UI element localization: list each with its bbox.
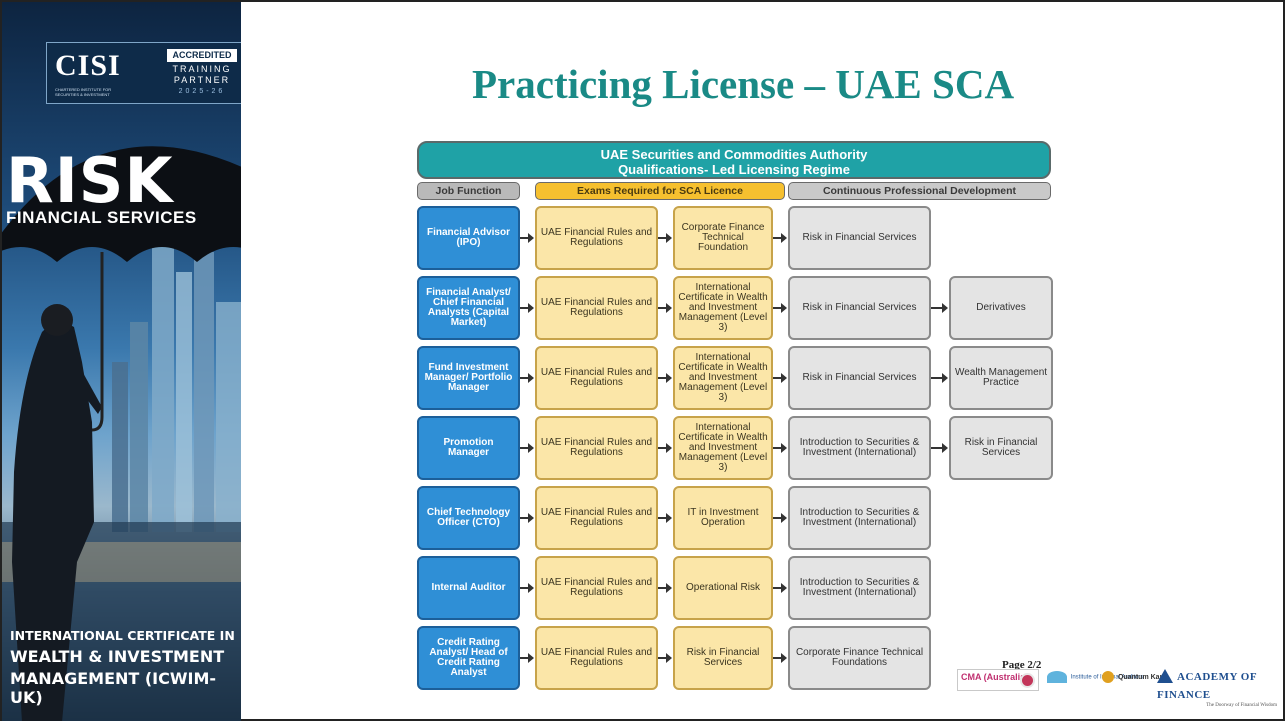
partner-label: PARTNER	[173, 75, 231, 85]
flow-arrow	[773, 443, 787, 453]
exam-box: UAE Financial Rules and Regulations	[535, 626, 658, 690]
flow-arrow	[931, 443, 948, 453]
flow-arrow	[520, 303, 534, 313]
cpd-box: Corporate Finance Technical Foundations	[788, 626, 931, 690]
job-function-box: Financial Analyst/ Chief Financial Analy…	[417, 276, 520, 340]
cma-australia-logo: CMA (Australia)	[957, 669, 1039, 691]
cpd-box: Introduction to Securities & Investment …	[788, 486, 931, 550]
cma-logo-text: CMA (Australia)	[961, 672, 1029, 682]
umbrella-image	[2, 146, 241, 432]
partner-logos: CMA (Australia) Institute of Internal Au…	[957, 665, 1277, 708]
flow-arrow	[773, 233, 787, 243]
course-name: INTERNATIONAL CERTIFICATE IN WEALTH & IN…	[10, 628, 240, 707]
exam-box: Operational Risk	[673, 556, 773, 620]
exam-box: UAE Financial Rules and Regulations	[535, 556, 658, 620]
flow-arrow	[773, 513, 787, 523]
cpd-box: Risk in Financial Services	[788, 276, 931, 340]
exam-box: International Certificate in Wealth and …	[673, 276, 773, 340]
chart-header-line1: UAE Securities and Commodities Authority	[600, 147, 868, 162]
cpd-box: Risk in Financial Services	[788, 206, 931, 270]
exam-box: International Certificate in Wealth and …	[673, 346, 773, 410]
flow-arrow	[520, 583, 534, 593]
flow-arrow	[773, 653, 787, 663]
flow-arrow	[520, 513, 534, 523]
exam-box: IT in Investment Operation	[673, 486, 773, 550]
flow-arrow	[658, 233, 672, 243]
banner-subtitle: FINANCIAL SERVICES	[6, 208, 197, 227]
quantum-kap-logo: Quantum Kap	[1102, 671, 1164, 683]
flow-arrow	[658, 303, 672, 313]
column-header-job-function: Job Function	[417, 182, 520, 200]
chart-header-line2: Qualifications- Led Licensing Regime	[618, 162, 850, 177]
cpd-box: Derivatives	[949, 276, 1053, 340]
chart-header: UAE Securities and Commodities Authority…	[417, 141, 1051, 179]
cma-emblem-icon	[1020, 673, 1035, 688]
academy-of-finance-logo: ACADEMY OF FINANCE The Doorway of Financ…	[1157, 667, 1277, 708]
exam-box: Risk in Financial Services	[673, 626, 773, 690]
academy-triangle-icon	[1157, 669, 1173, 684]
city-skyline-image	[2, 232, 241, 721]
cpd-box: Risk in Financial Services	[788, 346, 931, 410]
flow-arrow	[520, 653, 534, 663]
flow-arrow	[773, 303, 787, 313]
cpd-box: Introduction to Securities & Investment …	[788, 416, 931, 480]
exam-box: UAE Financial Rules and Regulations	[535, 346, 658, 410]
iia-emblem-icon	[1047, 671, 1067, 683]
flow-arrow	[658, 513, 672, 523]
accredited-badge: ACCREDITED TRAINING PARTNER 2025-26	[167, 49, 237, 97]
exam-box: UAE Financial Rules and Regulations	[535, 416, 658, 480]
job-function-box: Internal Auditor	[417, 556, 520, 620]
column-header-exams: Exams Required for SCA Licence	[535, 182, 785, 200]
academy-logo-tagline: The Doorway of Financial Wisdom	[1206, 703, 1277, 708]
training-label: TRAINING	[172, 64, 232, 74]
academy-logo-text: ACADEMY OF FINANCE	[1157, 671, 1257, 701]
cisi-logo-text: CISI	[55, 49, 121, 82]
job-function-box: Financial Advisor (IPO)	[417, 206, 520, 270]
page-title: Practicing License – UAE SCA	[472, 61, 1015, 107]
flow-arrow	[658, 443, 672, 453]
job-function-box: Fund Investment Manager/ Portfolio Manag…	[417, 346, 520, 410]
course-name-line1: INTERNATIONAL CERTIFICATE IN	[10, 628, 235, 643]
cpd-box: Risk in Financial Services	[949, 416, 1053, 480]
exam-box: Corporate Finance Technical Foundation	[673, 206, 773, 270]
job-function-box: Promotion Manager	[417, 416, 520, 480]
flow-arrow	[658, 583, 672, 593]
exam-box: UAE Financial Rules and Regulations	[535, 486, 658, 550]
partner-year: 2025-26	[178, 88, 226, 95]
flow-arrow	[931, 303, 948, 313]
cisi-logo: CISI CHARTERED INSTITUTE FOR SECURITIES …	[46, 42, 241, 104]
flow-arrow	[520, 443, 534, 453]
course-banner: CISI CHARTERED INSTITUTE FOR SECURITIES …	[2, 2, 241, 721]
accredited-label: ACCREDITED	[167, 49, 237, 62]
job-function-box: Chief Technology Officer (CTO)	[417, 486, 520, 550]
course-name-line2: WEALTH & INVESTMENT	[10, 647, 225, 666]
exam-box: International Certificate in Wealth and …	[673, 416, 773, 480]
flow-arrow	[520, 233, 534, 243]
flow-arrow	[931, 373, 948, 383]
cpd-box: Introduction to Securities & Investment …	[788, 556, 931, 620]
job-function-box: Credit Rating Analyst/ Head of Credit Ra…	[417, 626, 520, 690]
exam-box: UAE Financial Rules and Regulations	[535, 206, 658, 270]
flow-arrow	[658, 373, 672, 383]
quantum-kap-icon	[1102, 671, 1114, 683]
quantum-kap-text: Quantum Kap	[1117, 673, 1164, 681]
flow-arrow	[773, 373, 787, 383]
course-name-line3: MANAGEMENT (ICWIM-UK)	[10, 669, 217, 707]
page-number: Page 2/2	[1002, 659, 1042, 671]
exam-box: UAE Financial Rules and Regulations	[535, 276, 658, 340]
banner-risk-title: RISK	[6, 144, 174, 217]
cisi-logo-subtitle: CHARTERED INSTITUTE FOR SECURITIES & INV…	[55, 87, 112, 97]
flow-arrow	[520, 373, 534, 383]
licensing-chart: UAE Securities and Commodities Authority…	[417, 141, 1057, 690]
cpd-box: Wealth Management Practice	[949, 346, 1053, 410]
flow-arrow	[773, 583, 787, 593]
flow-arrow	[658, 653, 672, 663]
column-header-cpd: Continuous Professional Development	[788, 182, 1051, 200]
